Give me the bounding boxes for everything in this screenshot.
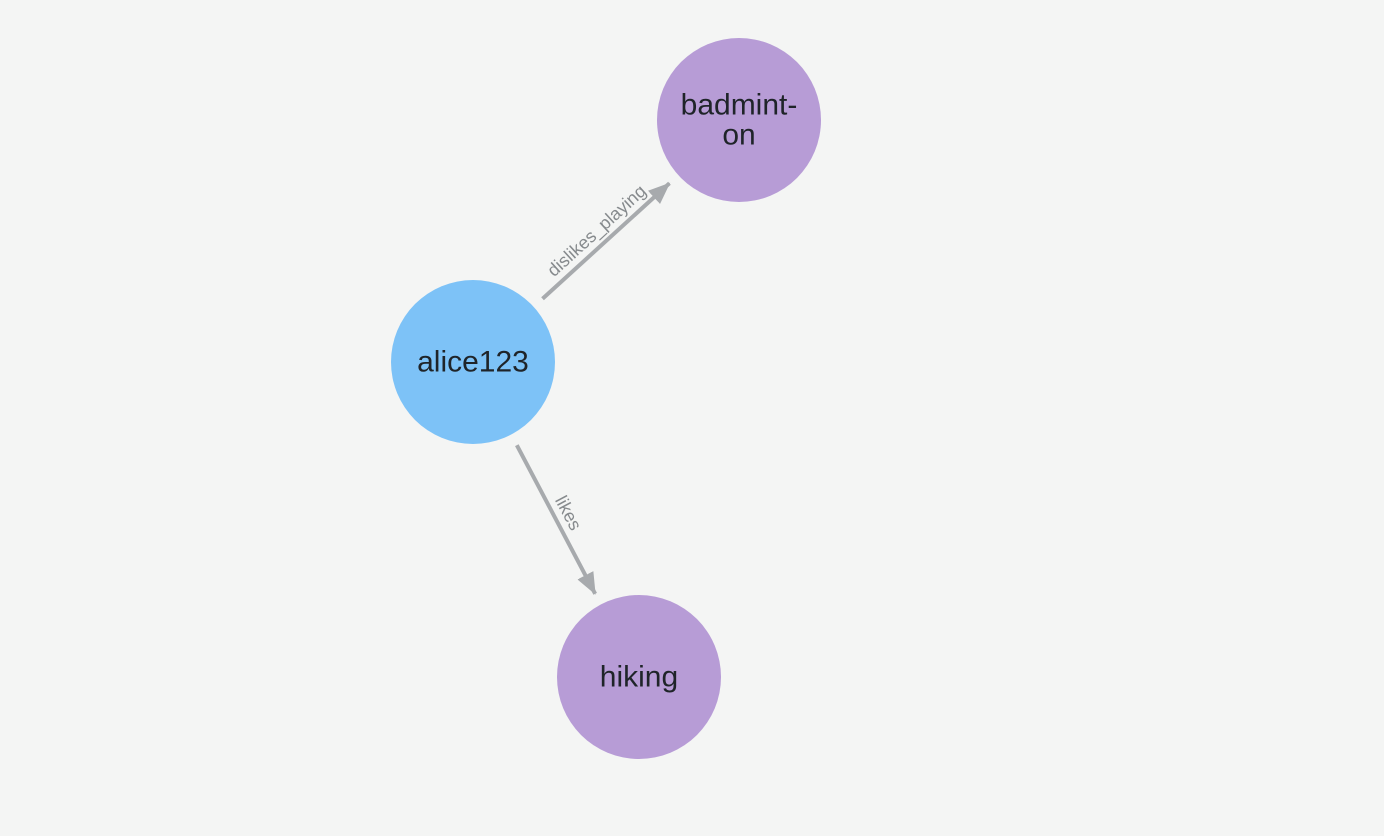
node-badminton: badmint-on: [657, 38, 821, 202]
node-badminton-circle[interactable]: [657, 38, 821, 202]
node-alice123: alice123: [391, 280, 555, 444]
node-alice123-circle[interactable]: [391, 280, 555, 444]
edge-dislikes-playing-line[interactable]: [541, 181, 671, 301]
node-hiking: hiking: [557, 595, 721, 759]
edge-dislikes-playing-label: dislikes_playing: [543, 181, 650, 281]
edge-likes-label: likes: [551, 492, 585, 533]
edge-likes: likes: [515, 444, 597, 595]
edge-dislikes-playing: dislikes_playing: [541, 181, 671, 301]
edge-likes-line[interactable]: [515, 444, 597, 595]
node-hiking-circle[interactable]: [557, 595, 721, 759]
